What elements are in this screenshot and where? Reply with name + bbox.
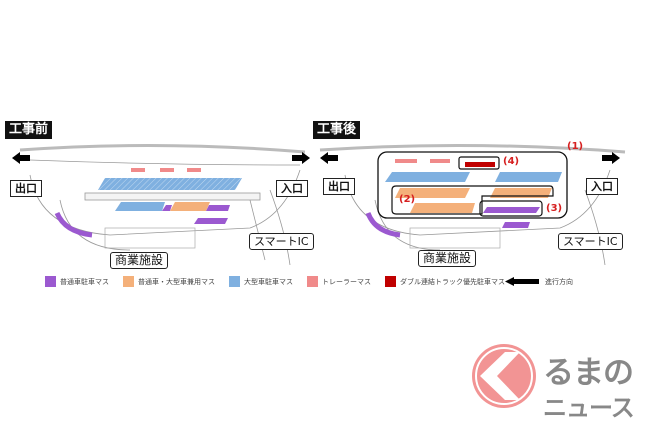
logo-text-line1: るまの bbox=[543, 355, 634, 391]
regular-car-spaces bbox=[483, 207, 540, 213]
legend-label: 大型車駐車マス bbox=[244, 277, 293, 286]
area-outline-4 bbox=[458, 156, 500, 170]
regular-car-spaces bbox=[502, 222, 530, 228]
after-smart-ic-label: スマートIC bbox=[558, 233, 623, 250]
before-entrance-label: 入口 bbox=[276, 180, 308, 197]
logo bbox=[472, 344, 536, 408]
trailer-space bbox=[131, 168, 145, 172]
logo-text-line2: ニュース bbox=[543, 394, 635, 422]
legend-item: 進行方向 bbox=[505, 277, 573, 287]
regular-car-arc bbox=[54, 211, 93, 238]
logo-chevron-icon bbox=[480, 352, 520, 400]
large-vehicle-spaces bbox=[385, 172, 470, 182]
after-entrance-label: 入口 bbox=[586, 178, 618, 195]
legend-swatch bbox=[307, 276, 318, 287]
area-outline-3 bbox=[479, 200, 543, 217]
legend-item: ダブル連結トラック優先駐車マス bbox=[385, 276, 505, 287]
regular-car-spaces bbox=[194, 218, 228, 224]
before-exit-label: 出口 bbox=[10, 180, 42, 197]
legend-label: 普通車駐車マス bbox=[60, 277, 109, 286]
direction-arrow-icon bbox=[12, 152, 30, 164]
legend-swatch bbox=[229, 276, 240, 287]
before-commercial-label: 商業施設 bbox=[110, 252, 169, 269]
legend-item: トレーラーマス bbox=[307, 276, 371, 287]
direction-arrow-icon bbox=[292, 152, 310, 164]
before-parking bbox=[12, 152, 310, 249]
before-smart-ic-label: スマートIC bbox=[249, 233, 314, 250]
trailer-space bbox=[430, 159, 450, 163]
legend-item: 大型車駐車マス bbox=[229, 276, 293, 287]
large-vehicle-spaces bbox=[495, 172, 562, 182]
marker-2: (2) bbox=[399, 194, 416, 205]
direction-arrow-icon bbox=[602, 152, 620, 164]
legend-label: 普通車・大型車兼用マス bbox=[138, 277, 215, 286]
legend-item: 普通車駐車マス bbox=[45, 276, 109, 287]
legend-label: ダブル連結トラック優先駐車マス bbox=[400, 277, 505, 286]
marker-3: (3) bbox=[546, 203, 563, 214]
shared-spaces bbox=[395, 188, 470, 198]
after-parking bbox=[320, 151, 620, 238]
legend-label: 進行方向 bbox=[545, 277, 573, 286]
area-outline-1 bbox=[377, 151, 568, 219]
after-exit-label: 出口 bbox=[323, 178, 355, 195]
direction-arrow-icon bbox=[505, 277, 539, 286]
logo-circle bbox=[472, 344, 536, 408]
trailer-space bbox=[160, 168, 174, 172]
legend-item: 普通車・大型車兼用マス bbox=[123, 276, 215, 287]
after-map bbox=[319, 143, 626, 266]
after-commercial-label: 商業施設 bbox=[418, 250, 477, 267]
marker-4: (4) bbox=[503, 156, 520, 167]
shared-spaces bbox=[410, 203, 475, 213]
marker-1: (1) bbox=[567, 141, 584, 152]
after-title: 工事後 bbox=[313, 121, 361, 139]
direction-arrow-icon bbox=[320, 152, 338, 164]
regular-car-spaces bbox=[206, 205, 230, 211]
shared-spaces bbox=[170, 202, 210, 211]
trailer-space bbox=[395, 159, 417, 163]
legend-swatch bbox=[45, 276, 56, 287]
legend: 普通車駐車マス 普通車・大型車兼用マス 大型車駐車マス トレーラーマス ダブル連… bbox=[45, 276, 587, 287]
trailer-space bbox=[187, 168, 201, 172]
legend-swatch bbox=[385, 276, 396, 287]
legend-swatch bbox=[123, 276, 134, 287]
regular-car-spaces bbox=[162, 205, 172, 211]
before-title: 工事前 bbox=[5, 121, 53, 139]
large-vehicle-spaces bbox=[115, 202, 165, 211]
legend-label: トレーラーマス bbox=[322, 277, 371, 286]
area-outline-2 bbox=[391, 185, 554, 215]
before-map bbox=[19, 143, 306, 266]
double-truck-space bbox=[465, 162, 495, 167]
